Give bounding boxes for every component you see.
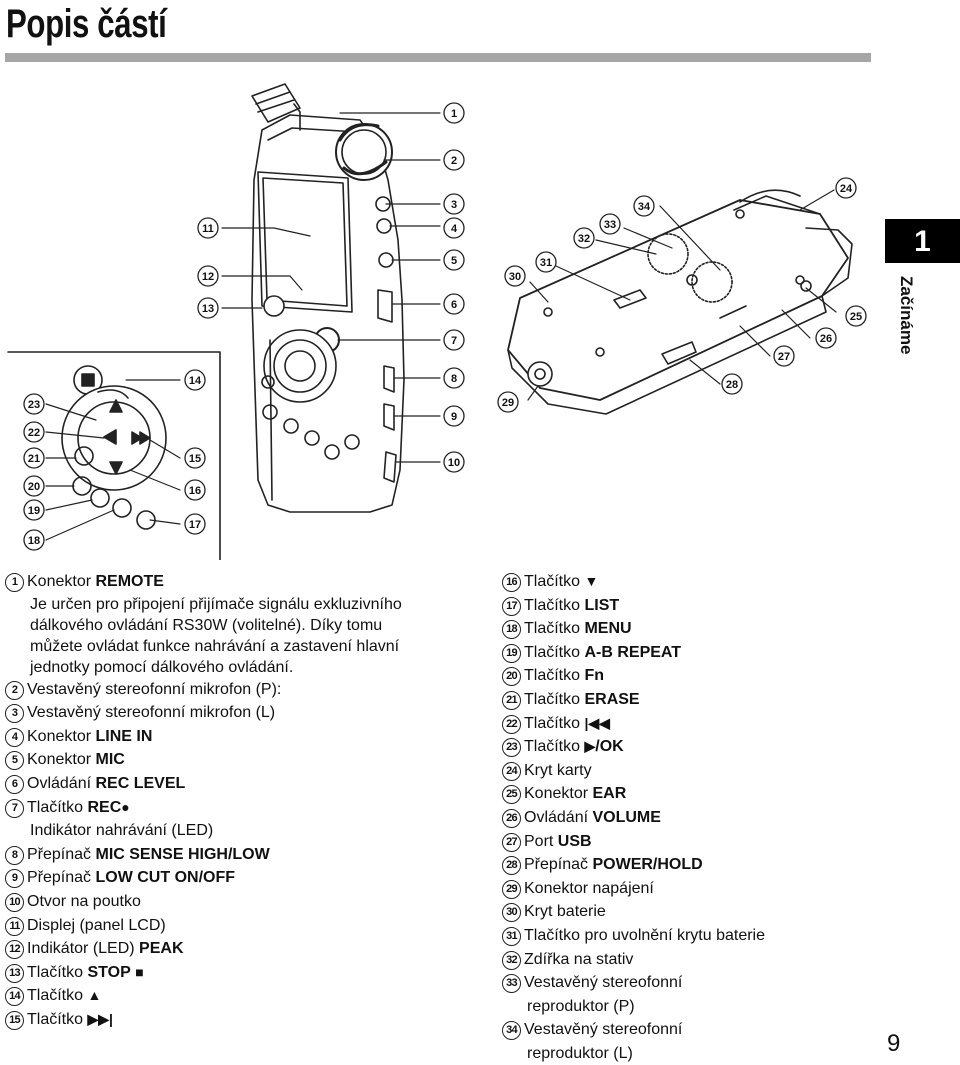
svg-text:31: 31 [540, 257, 552, 269]
svg-text:9: 9 [451, 411, 457, 423]
svg-text:30: 30 [509, 271, 521, 283]
svg-text:10: 10 [448, 457, 460, 469]
down-arrow-icon: ▼ [584, 573, 599, 589]
svg-text:27: 27 [778, 351, 790, 363]
part-1-description: Je určen pro připojení přijímače signálu… [30, 595, 402, 676]
svg-text:25: 25 [850, 311, 862, 323]
record-icon: ● [121, 798, 130, 815]
svg-text:33: 33 [604, 219, 616, 231]
svg-text:1: 1 [451, 108, 457, 120]
part-7-description: Indikátor nahrávání (LED) [30, 822, 214, 840]
play-icon: ▶ [584, 738, 596, 755]
page-number: 9 [887, 1030, 901, 1057]
svg-text:5: 5 [451, 255, 457, 267]
svg-text:26: 26 [820, 333, 832, 345]
svg-text:23: 23 [28, 399, 40, 411]
svg-text:29: 29 [502, 397, 514, 409]
svg-text:32: 32 [578, 233, 590, 245]
svg-text:15: 15 [189, 453, 201, 465]
svg-text:20: 20 [28, 481, 40, 493]
svg-text:18: 18 [28, 535, 40, 547]
svg-text:19: 19 [28, 505, 40, 517]
svg-text:24: 24 [840, 183, 853, 195]
svg-text:14: 14 [189, 375, 202, 387]
recorder-back-illustration [507, 189, 853, 415]
title-rule [5, 53, 871, 62]
part-34-continuation: reproduktor (L) [527, 1044, 633, 1062]
svg-text:13: 13 [202, 303, 214, 315]
svg-text:16: 16 [189, 485, 201, 497]
skip-back-icon: |◀◀ [584, 714, 610, 731]
svg-text:8: 8 [451, 373, 457, 385]
svg-text:34: 34 [638, 201, 651, 213]
chapter-tab: 1 [885, 219, 960, 263]
svg-text:21: 21 [28, 453, 40, 465]
skip-forward-icon: ▶▶| [87, 1010, 113, 1027]
page-title: Popis částí [6, 2, 167, 46]
svg-text:11: 11 [202, 223, 214, 235]
svg-text:6: 6 [451, 299, 457, 311]
svg-text:7: 7 [451, 335, 457, 347]
button-inset-illustration [7, 350, 222, 560]
svg-text:3: 3 [451, 199, 457, 211]
svg-text:22: 22 [28, 427, 40, 439]
svg-text:12: 12 [202, 271, 214, 283]
stop-icon: ■ [135, 963, 144, 980]
callout-leaders [45, 112, 837, 541]
up-arrow-icon: ▲ [87, 987, 102, 1004]
svg-text:2: 2 [451, 155, 457, 167]
part-33-continuation: reproduktor (P) [527, 997, 635, 1015]
svg-text:28: 28 [726, 379, 738, 391]
svg-text:17: 17 [189, 519, 201, 531]
recorder-front-illustration [251, 83, 405, 513]
svg-text:4: 4 [451, 223, 458, 235]
